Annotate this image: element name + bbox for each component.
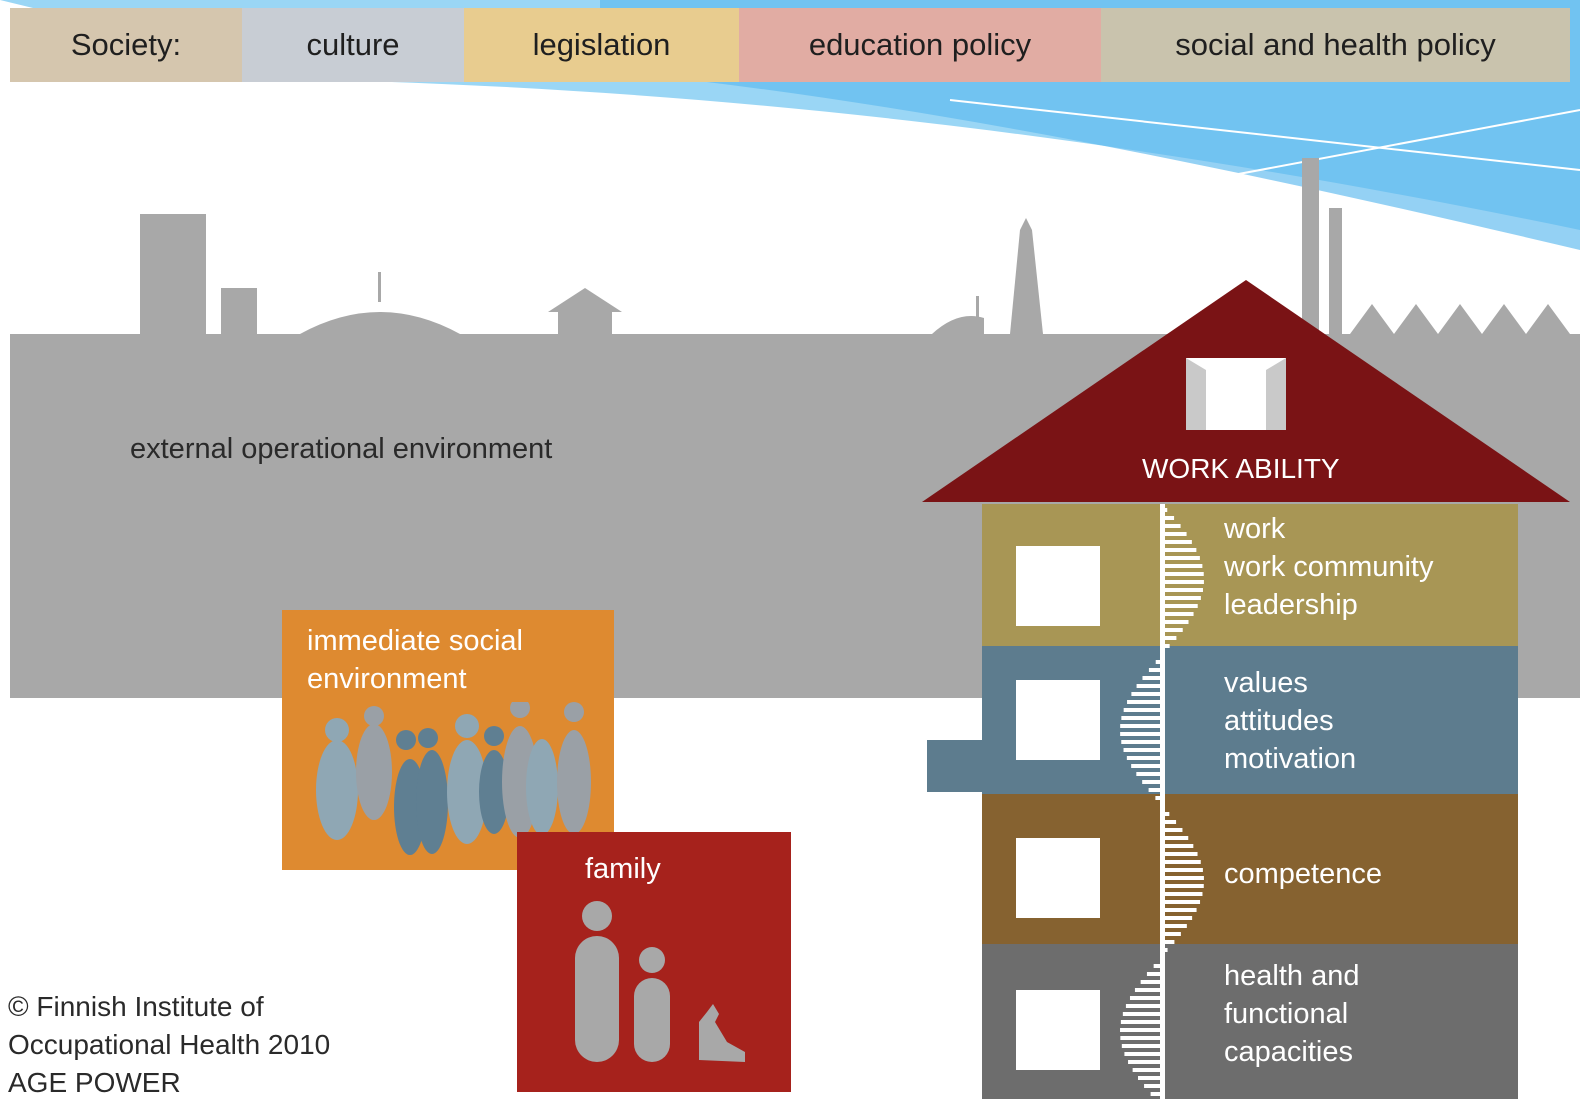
floor-label-work: work work community leadership	[1224, 513, 1434, 621]
house-window	[1016, 546, 1100, 626]
floor-label-values: values attitudes motivation	[1224, 667, 1357, 775]
social-environment-box: immediate social environment	[282, 610, 614, 870]
society-item-social-health-policy: social and health policy	[1101, 8, 1570, 82]
external-environment-label: external operational environment	[130, 433, 553, 465]
society-item-culture: culture	[242, 8, 464, 82]
family-label: family	[585, 853, 661, 885]
house-window	[1016, 680, 1100, 760]
house-balcony	[927, 740, 983, 792]
floor-label-competence: competence	[1224, 858, 1382, 890]
staircase-wave	[1120, 504, 1204, 1099]
society-label: Society:	[10, 8, 242, 82]
house-window	[1016, 838, 1100, 918]
society-item-education-policy: education policy	[739, 8, 1101, 82]
house-window	[1016, 990, 1100, 1070]
people-group-icon	[316, 702, 591, 855]
copyright-line-2: Occupational Health 2010	[8, 1029, 331, 1060]
work-ability-title: WORK ABILITY	[1142, 453, 1340, 484]
family-box: family	[517, 832, 791, 1092]
copyright-line-3: AGE POWER	[8, 1067, 181, 1098]
family-figures-icon	[575, 901, 745, 1062]
society-item-legislation: legislation	[464, 8, 739, 82]
floor-label-health: health and functional capacities	[1224, 960, 1360, 1068]
copyright-line-1: © Finnish Institute of	[8, 991, 264, 1022]
social-environment-label: immediate social environment	[307, 625, 523, 695]
society-bar: Society: culture legislation education p…	[10, 8, 1570, 82]
